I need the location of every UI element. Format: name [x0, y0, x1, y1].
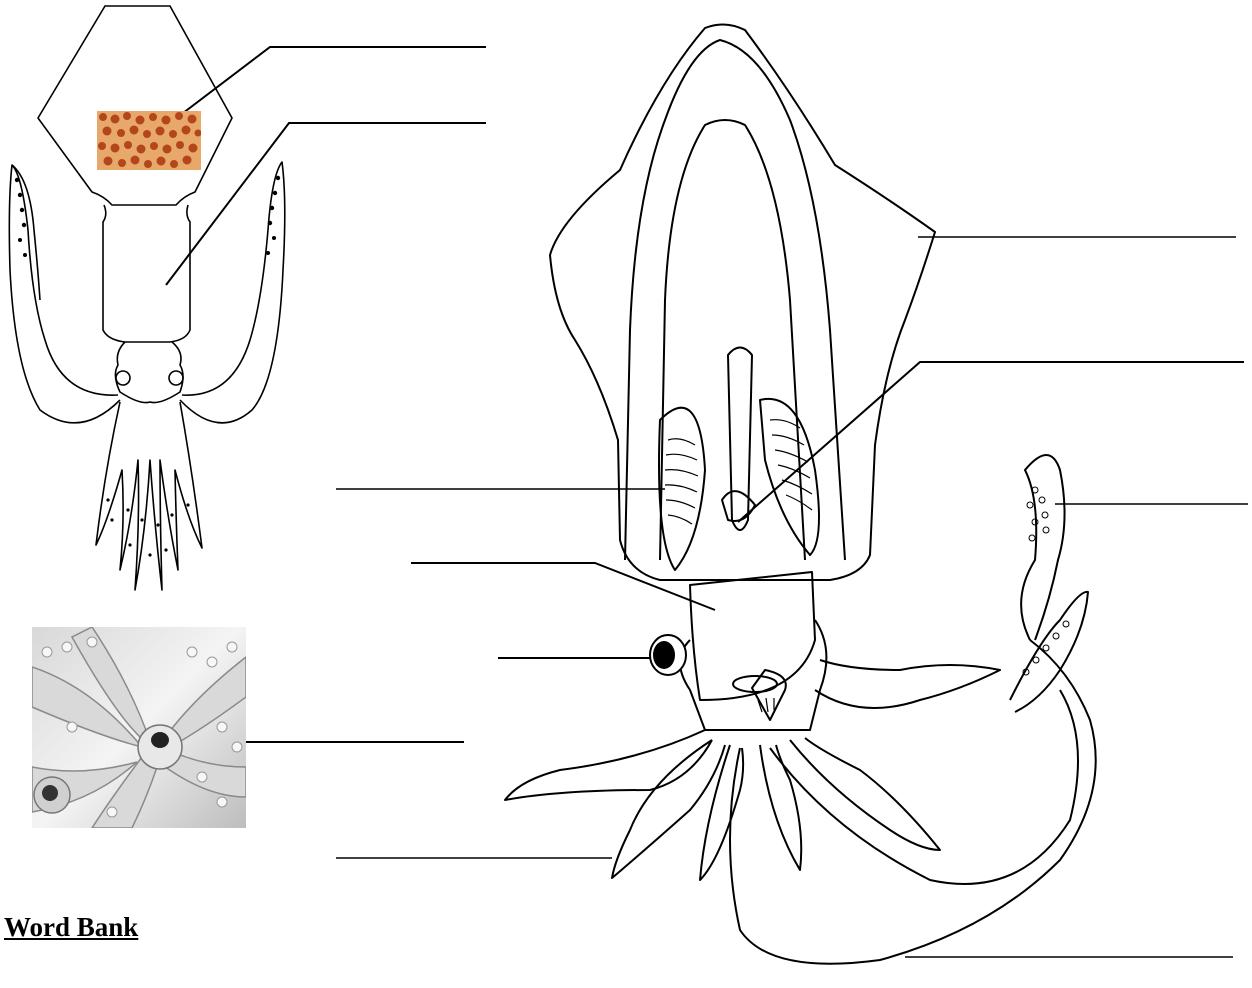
dorsal-fin-outline: [38, 6, 232, 205]
ventral-head: [680, 620, 826, 730]
ventral-squid-drawing: [505, 24, 1096, 963]
ventral-arm-right-1: [790, 738, 940, 850]
ventral-central-organ: [728, 348, 752, 531]
label-line-heart: [738, 362, 1244, 522]
ventral-long-tentacle-2: [770, 690, 1078, 884]
label-line-mantle: [166, 123, 486, 285]
ventral-heart: [722, 491, 755, 521]
dorsal-left-club: [12, 165, 40, 300]
ventral-arm-left-2: [612, 740, 725, 878]
dorsal-mantle-outline: [103, 205, 190, 342]
ventral-arm-left-1: [505, 730, 712, 800]
ventral-mantle-wall: [625, 40, 845, 560]
ventral-arm-mid-2: [760, 745, 801, 870]
dorsal-right-tentacle: [180, 162, 285, 423]
ventral-left-gill: [659, 408, 705, 570]
dorsal-arms: [96, 402, 202, 590]
ventral-tentacle-club-upper: [1021, 455, 1064, 640]
label-line-siphon: [411, 563, 715, 610]
ventral-siphon: [690, 572, 815, 700]
dorsal-left-eye: [116, 371, 130, 385]
ventral-arm-right-2: [815, 660, 1000, 708]
chromatophore-texture: [97, 111, 201, 170]
dorsal-right-eye: [169, 371, 183, 385]
ventral-mantle-inner: [660, 120, 805, 560]
squid-head-photo: [32, 627, 246, 828]
ventral-fin-outline: [550, 24, 935, 580]
ventral-eye-pupil: [653, 641, 675, 669]
word-bank-heading: Word Bank: [4, 912, 138, 943]
